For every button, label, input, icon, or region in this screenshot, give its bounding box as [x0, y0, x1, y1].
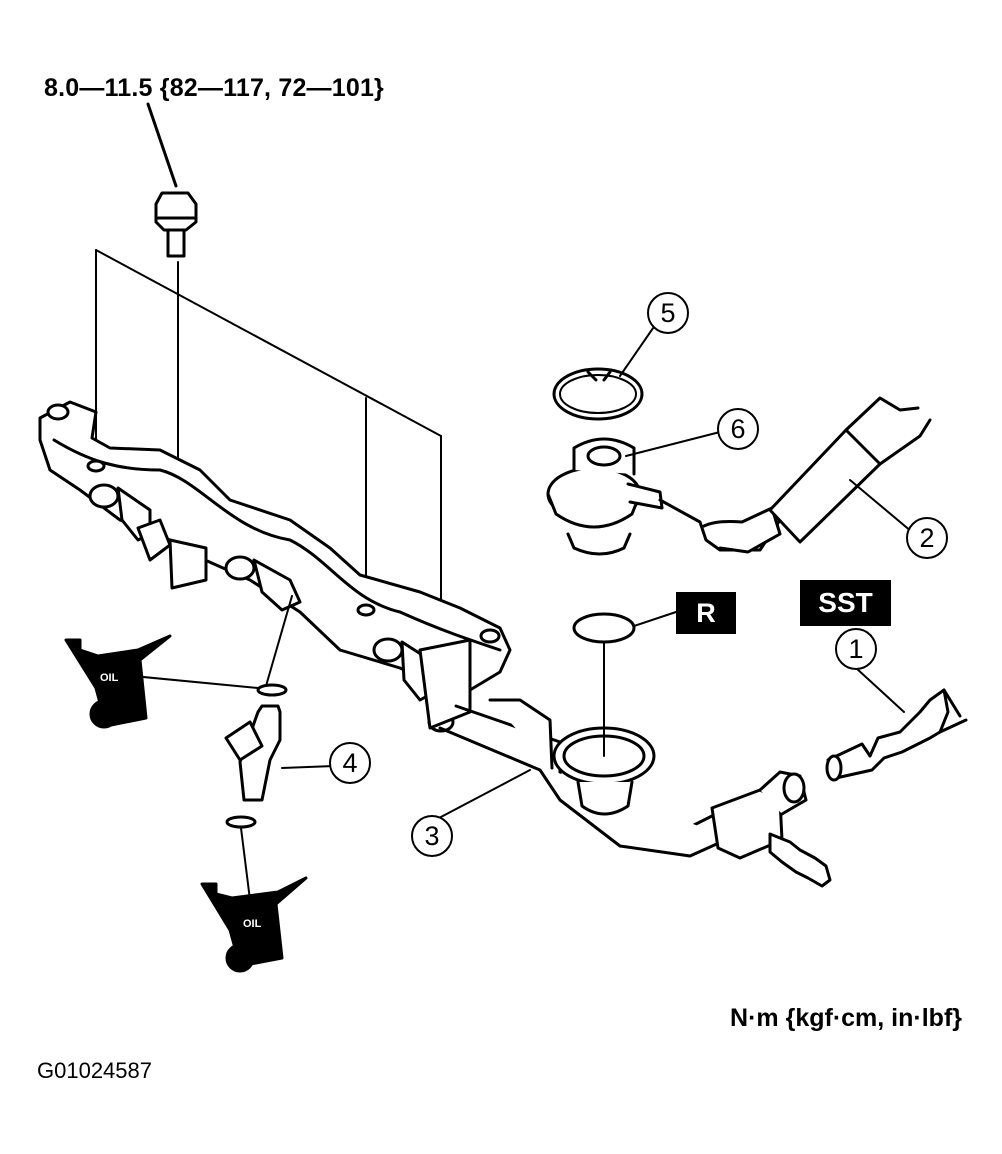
alignment-lines	[95, 249, 442, 725]
callout-6: 6	[717, 408, 759, 450]
oil-can-lower	[200, 876, 308, 973]
leader-lines	[111, 317, 913, 901]
inlet-fitting	[710, 770, 832, 888]
sst-quick-connector	[825, 688, 968, 782]
callout-2: 2	[906, 517, 948, 559]
oil-can-upper	[64, 634, 172, 729]
sst-tag: SST	[800, 580, 891, 626]
oil-label-lower: OIL	[243, 918, 262, 930]
units-note: N·m {kgf·cm, in·lbf}	[730, 1004, 962, 1032]
vacuum-hose	[658, 396, 932, 554]
pressure-regulator	[546, 437, 664, 556]
callout-3: 3	[411, 815, 453, 857]
callout-1: 1	[835, 628, 877, 670]
fuel-injector	[224, 683, 288, 829]
bolt	[154, 191, 198, 258]
torque-spec: 8.0—11.5 {82—117, 72—101}	[44, 74, 384, 102]
figure-id: G01024587	[37, 1058, 152, 1083]
replace-tag: R	[676, 592, 736, 634]
o-ring	[572, 611, 677, 757]
regulator-seat	[552, 726, 656, 816]
oil-label-upper: OIL	[100, 672, 119, 684]
callout-4: 4	[329, 742, 371, 784]
torque-leader	[146, 102, 178, 188]
snap-ring	[552, 367, 644, 421]
callout-5: 5	[647, 292, 689, 334]
